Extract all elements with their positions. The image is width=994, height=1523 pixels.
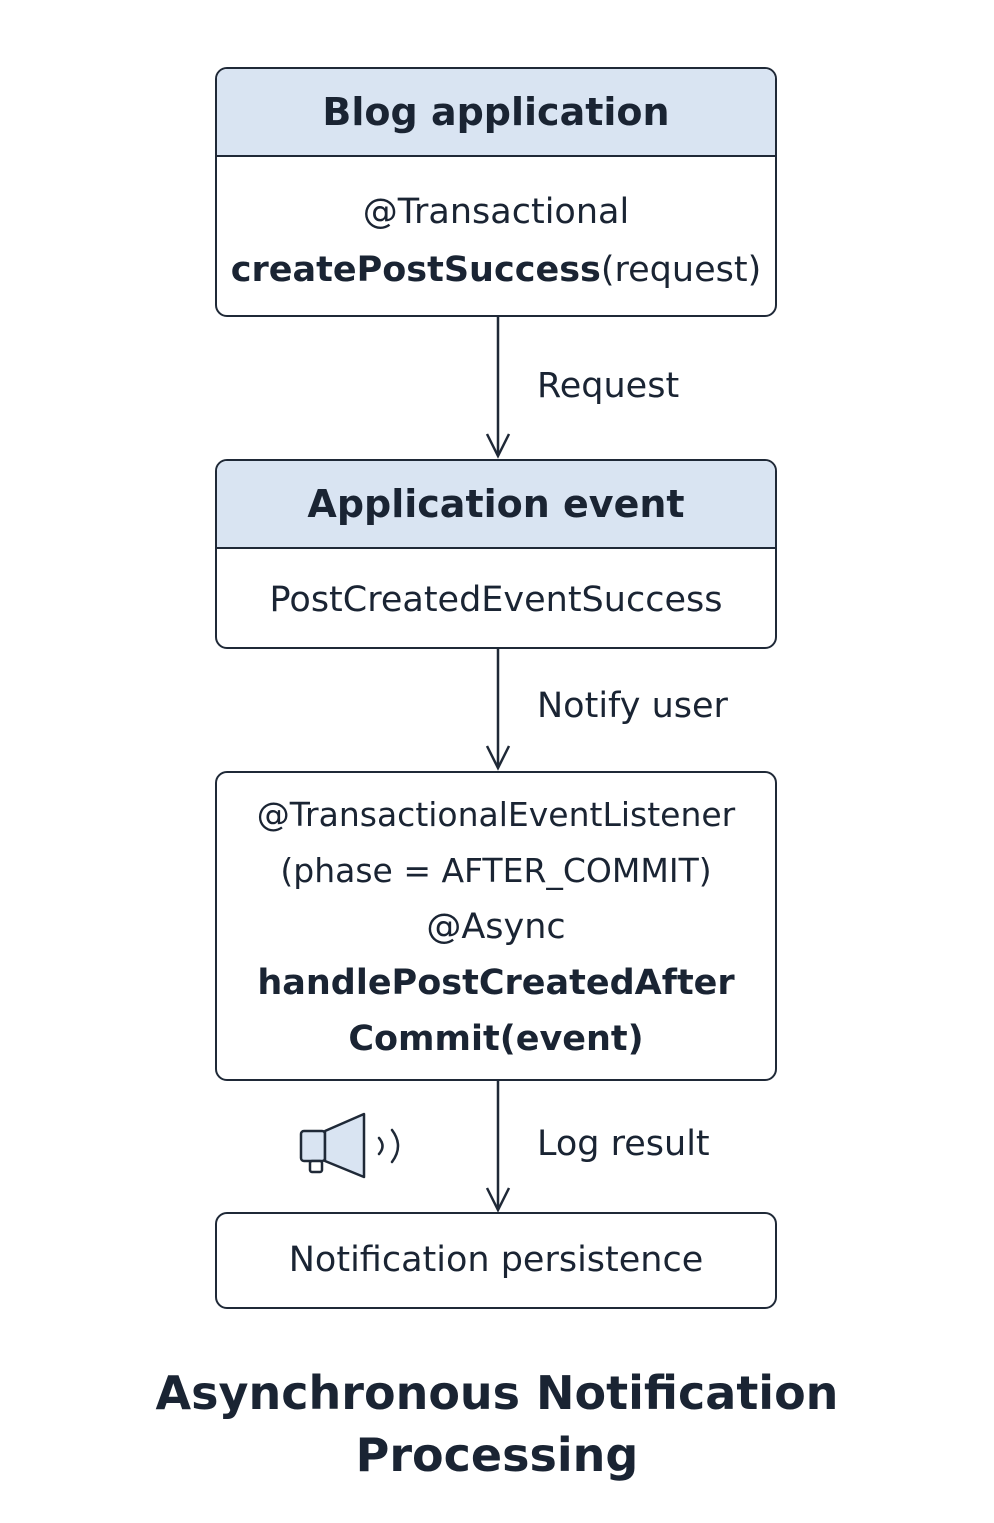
log-result-label: Log result: [537, 1124, 710, 1164]
create-post-method-name: createPostSuccess: [230, 250, 601, 290]
application-event-body: PostCreatedEventSuccess: [217, 549, 775, 629]
diagram-title-line2: Processing: [355, 1428, 639, 1482]
async-annotation: @Async: [426, 907, 566, 947]
handle-method-line2: Commit(event): [348, 1019, 644, 1059]
application-event-header: Application event: [217, 461, 775, 549]
megaphone-icon: [299, 1112, 400, 1179]
handle-method-line1: handlePostCreatedAfter: [257, 963, 735, 1003]
request-label: Request: [537, 366, 680, 406]
notification-persistence-label: Notification persistence: [288, 1240, 704, 1280]
application-event-title: Application event: [307, 482, 685, 526]
transactional-annotation: @Transactional: [362, 192, 630, 232]
blog-application-body: @Transactional createPostSuccess(request…: [217, 157, 775, 299]
notification-persistence-body: Notification persistence: [217, 1214, 775, 1306]
blog-application-title: Blog application: [322, 90, 670, 134]
diagram-title: Asynchronous Notification Processing: [0, 1362, 994, 1486]
diagram-title-line1: Asynchronous Notification: [155, 1366, 839, 1420]
create-post-method: createPostSuccess(request): [217, 241, 775, 299]
notification-persistence-box: Notification persistence: [215, 1212, 777, 1309]
event-listener-box: @TransactionalEventListener (phase = AFT…: [215, 771, 777, 1081]
phase-after-commit: (phase = AFTER_COMMIT): [280, 851, 712, 890]
post-created-event: PostCreatedEventSuccess: [269, 580, 723, 620]
notify-user-label: Notify user: [537, 686, 728, 726]
arrowhead-notify: [485, 745, 511, 771]
application-event-box: Application event PostCreatedEventSucces…: [215, 459, 777, 649]
create-post-method-args: (request): [600, 250, 762, 290]
arrowhead-log: [485, 1187, 511, 1213]
event-listener-body: @TransactionalEventListener (phase = AFT…: [217, 773, 775, 1067]
blog-application-box: Blog application @Transactional createPo…: [215, 67, 777, 317]
transactional-event-listener-annotation: @TransactionalEventListener: [256, 795, 736, 834]
arrowhead-request: [485, 433, 511, 459]
blog-application-header: Blog application: [217, 69, 775, 157]
